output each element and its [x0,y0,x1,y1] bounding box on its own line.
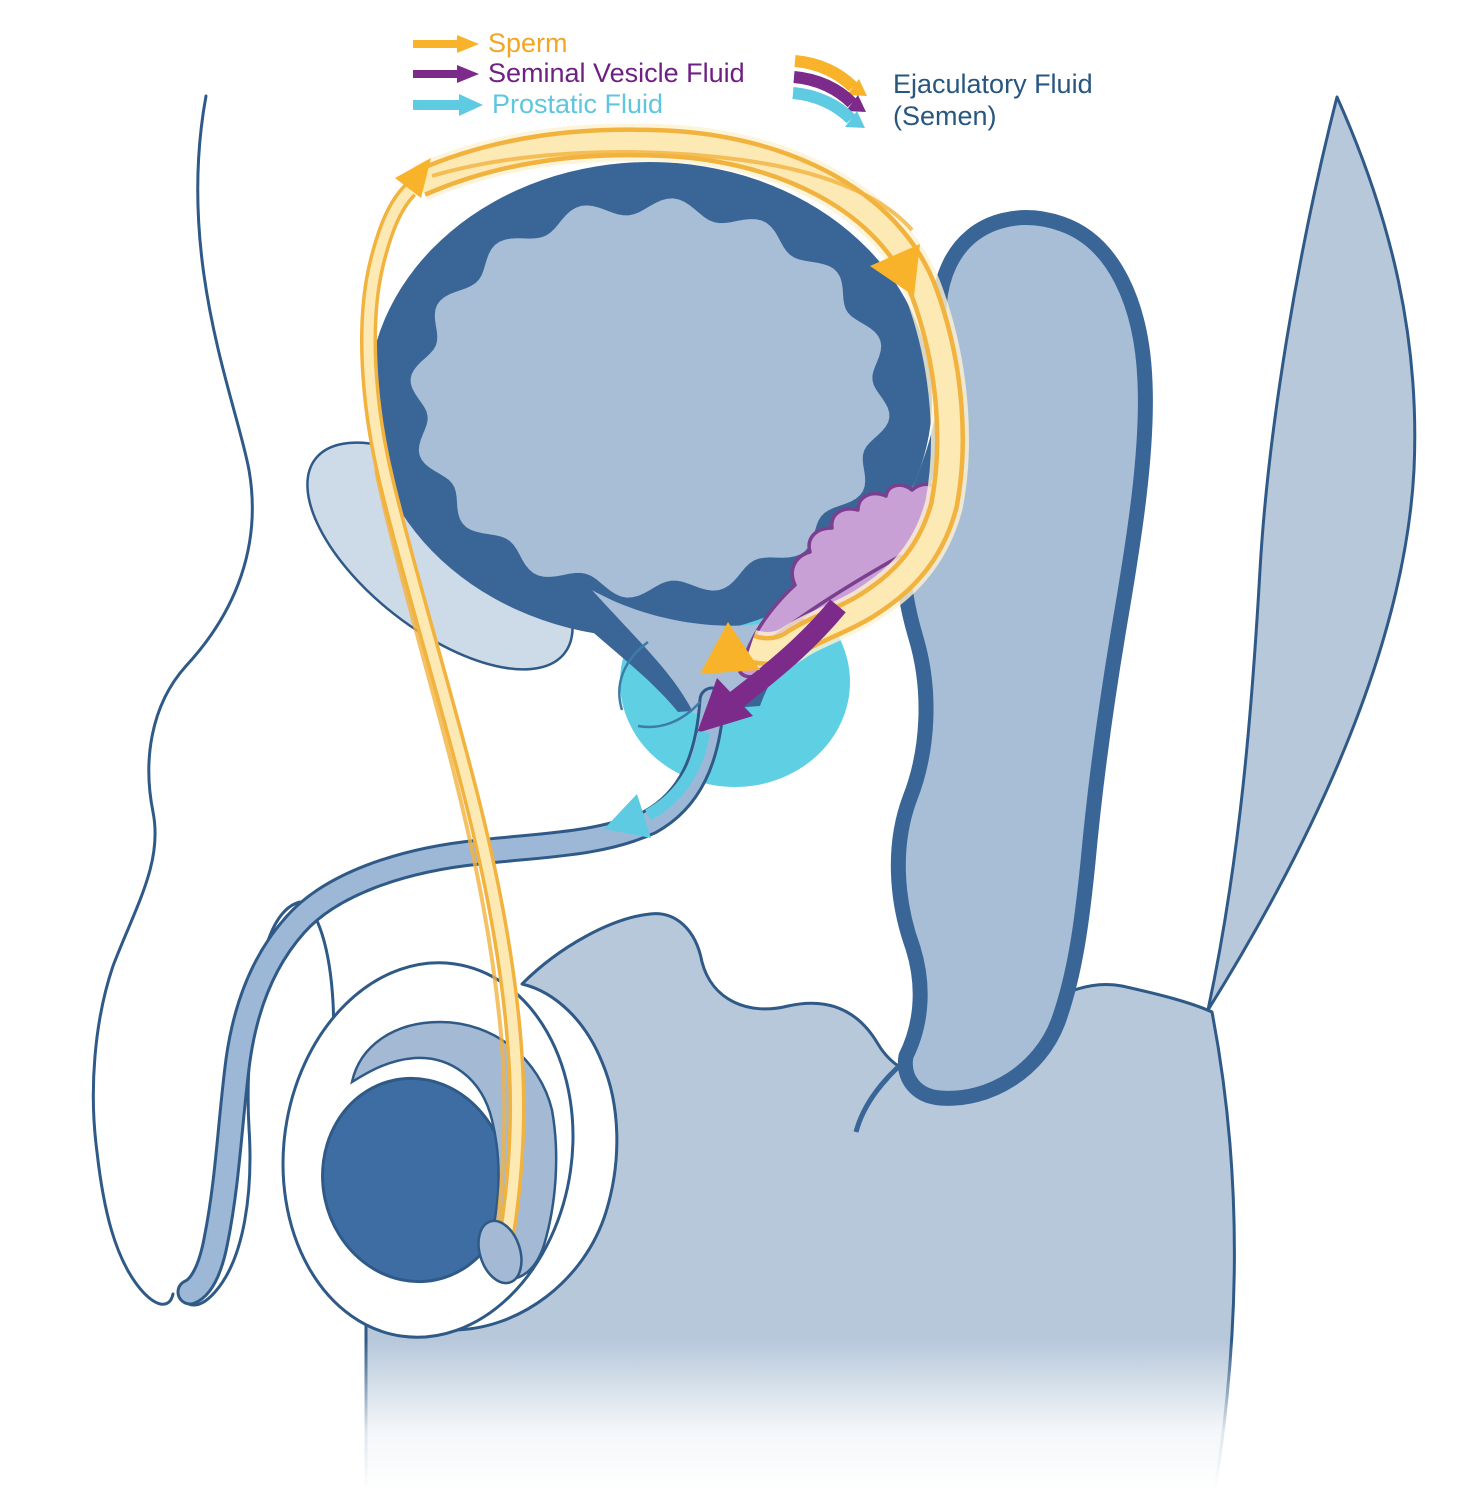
legend-label-sperm: Sperm [488,28,568,58]
bottom-fade [0,1340,1483,1492]
prostatic-fluid-arrow-shaft [645,730,710,821]
sperm-arrow-icon [413,34,479,53]
prostatic-duct-line [637,701,701,729]
bladder-interior [410,198,890,598]
vas-deferens-strand-2 [374,469,507,1259]
prostatic-duct-line [618,641,649,711]
legend-label-semen: Ejaculatory Fluid (Semen) [893,68,1093,132]
legend-label-prostatic: Prostatic Fluid [492,89,664,119]
legend-label-semen-line1: Ejaculatory Fluid [893,69,1093,99]
vas-deferens-strand [431,150,914,232]
seminal-fluid-arrowhead [697,678,753,733]
legend-row-seminal: Seminal Vesicle Fluid [413,58,745,89]
vas-deferens-ascending-core [363,186,523,1263]
prostatic-fluid-arrowhead [604,794,651,838]
legend-label-seminal: Seminal Vesicle Fluid [488,58,745,88]
seminal-vesicle-fluid-arrow-icon [413,64,479,83]
sacrum-coccyx [1206,95,1417,1012]
ejaculatory-fluid-arrows-icon [792,55,867,128]
sperm-arrowhead-prostate [700,622,760,674]
urethra [179,689,723,1303]
torso-penis-outline-front [91,94,254,1306]
sperm-arrowhead-top [395,158,431,198]
legend-row-prostatic: Prostatic Fluid [413,89,663,120]
legend-label-semen-line2: (Semen) [893,101,997,131]
legend-row-sperm: Sperm [413,28,568,59]
epididymis-tail [477,1219,523,1285]
sperm-arrowhead-right [870,244,920,296]
prostatic-fluid-arrow-icon [413,93,483,116]
